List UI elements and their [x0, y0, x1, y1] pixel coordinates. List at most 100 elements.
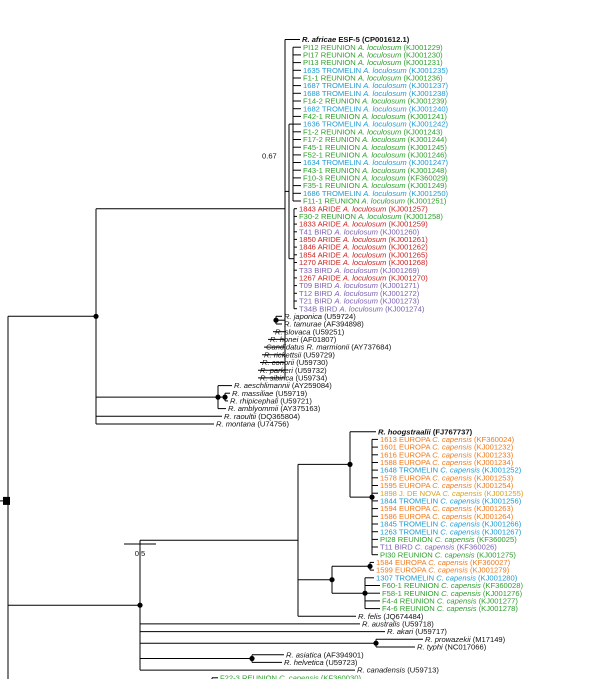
taxon-label: 1616 EUROPA C. capensis (KJ001233) [380, 450, 514, 459]
root-marker [3, 496, 10, 505]
accession-label: (KJ001273) [378, 297, 420, 306]
taxon-label: 1843 ARIDE A. loculosum (KJ001257) [299, 204, 428, 213]
accession-label: (KJ001267) [480, 527, 522, 536]
isolate-label: 1307 TROMELIN [376, 573, 436, 582]
accession-label: (KJ001245) [406, 143, 448, 152]
accession-label: (AF01807) [298, 335, 336, 344]
species-name: A. loculosum [361, 166, 405, 175]
taxon-label: F42-1 REUNION A. loculosum (KJ001241) [303, 112, 447, 121]
accession-label: (KJ001263) [472, 504, 514, 513]
species-name: R. montana [216, 420, 255, 429]
species-name: R. felis [358, 612, 381, 621]
bootstrap-node-marker [367, 563, 373, 569]
taxon-label: 1578 EUROPA C. capensis (KJ001253) [380, 473, 514, 482]
species-name: C. capensis [440, 497, 480, 506]
accession-label: (U59723) [324, 658, 358, 667]
isolate-label: F22-3 REUNION [220, 673, 279, 679]
taxon-label: PI13 REUNION A. loculosum (KJ001231) [303, 58, 443, 67]
species-name: A. loculosum [362, 120, 406, 129]
accession-label: (KF360024) [472, 435, 515, 444]
species-name: A. loculosum [357, 58, 401, 67]
isolate-label: F11-1 REUNION [303, 197, 362, 206]
isolate-label: 1687 TROMELIN [303, 81, 363, 90]
accession-label: (KJ001280) [476, 573, 518, 582]
species-name: R. asiatica [286, 650, 321, 659]
accession-label: (NC017066) [443, 643, 487, 652]
accession-label: (KJ001275) [475, 550, 517, 559]
bootstrap-node-marker [362, 590, 368, 596]
accession-label: (U59718) [400, 620, 434, 629]
accession-label: (KJ001231) [401, 58, 443, 67]
accession-label: (KJ001250) [407, 189, 449, 198]
taxon-label: R. conorii (U59730) [262, 358, 328, 367]
accession-label: (KF360026) [455, 543, 498, 552]
species-name: A. loculosum [361, 135, 405, 144]
species-name: C. capensis [432, 450, 472, 459]
accession-label: ESF-5 (CP001612.1) [336, 35, 409, 44]
species-name: A. loculosum [361, 97, 405, 106]
taxon-label: PI17 REUNION A. loculosum (KJ001230) [303, 51, 443, 60]
species-name: C. capensis [437, 597, 477, 606]
taxon-label: F45-1 REUNION A. loculosum (KJ001245) [303, 143, 447, 152]
taxon-label: R. amblyommii (AY375163) [228, 404, 321, 413]
species-name: A. loculosum [357, 43, 401, 52]
taxon-label: PI28 REUNION C. capensis (KF360025) [380, 535, 517, 544]
bootstrap-node-marker [329, 577, 335, 583]
taxon-label: Candidatus R. marmionii (AY737684) [266, 343, 392, 352]
taxon-labels: R. africae ESF-5 (CP001612.1)PI12 REUNIO… [216, 35, 524, 679]
isolate-label: 1898 J. DE NOVA [380, 489, 442, 498]
taxon-label: 1846 ARIDE A. loculosum (KJ001262) [299, 243, 428, 252]
taxon-label: F4-6 REUNION C. capensis (KJ001278) [382, 604, 518, 613]
species-name: A. loculosum [342, 274, 386, 283]
taxon-label: 1307 TROMELIN C. capensis (KJ001280) [376, 573, 518, 582]
taxon-label: R. japonica (U59724) [284, 312, 356, 321]
taxon-label: 1263 TROMELIN C. capensis (KJ001267) [380, 527, 522, 536]
accession-label: (KF360029) [406, 174, 449, 183]
accession-label: (KJ001229) [401, 43, 443, 52]
species-name: C. capensis [432, 443, 472, 452]
species-name: C. capensis [442, 489, 482, 498]
accession-label: (U59734) [293, 374, 327, 383]
isolate-label: T21 BIRD [299, 297, 334, 306]
accession-label: (KJ001257) [386, 204, 428, 213]
accession-label: (KJ001239) [406, 97, 448, 106]
taxon-label: T34B BIRD A. loculosum (KJ001274) [299, 304, 425, 313]
species-name: R. akari [387, 627, 413, 636]
isolate-label: 1844 TROMELIN [380, 497, 440, 506]
accession-label: (U59732) [293, 366, 327, 375]
bootstrap-node-marker [222, 394, 228, 400]
accession-label: (FJ767737) [431, 427, 473, 436]
taxon-label: T12 BIRD A. loculosum (KJ001272) [299, 289, 420, 298]
accession-label: (KF360028) [481, 581, 524, 590]
isolate-label: F45-1 REUNION [303, 143, 362, 152]
isolate-label: 1594 EUROPA [380, 504, 432, 513]
taxon-label: F52-1 REUNION A. loculosum (KJ001246) [303, 151, 447, 160]
taxon-label: R. slovaca (U59251) [275, 327, 345, 336]
accession-label: (KJ001236) [401, 74, 443, 83]
isolate-label: F10-3 REUNION [303, 174, 362, 183]
isolate-label: 1648 TROMELIN [380, 466, 440, 475]
species-name: A. loculosum [361, 143, 405, 152]
species-name: C. capensis [441, 589, 481, 598]
species-name: A. loculosum [362, 89, 406, 98]
isolate-label: F42-1 REUNION [303, 112, 362, 121]
accession-label: (KJ001255) [482, 489, 524, 498]
accession-label: (KJ001260) [378, 227, 420, 236]
species-name: A. loculosum [333, 297, 377, 306]
species-name: C. capensis [428, 566, 468, 575]
isolate-label: T34B BIRD [299, 304, 340, 313]
taxon-label: R. akari (U59717) [387, 627, 447, 636]
taxon-label: 1850 ARIDE A. loculosum (KJ001261) [299, 235, 428, 244]
isolate-label: F58-1 REUNION [382, 589, 441, 598]
taxon-label: R. canadensis (U59713) [357, 666, 439, 675]
isolate-label: 1613 EUROPA [380, 435, 432, 444]
species-name: A. loculosum [362, 189, 406, 198]
accession-label: (KJ001262) [386, 243, 428, 252]
species-name: C. capensis [432, 512, 472, 521]
taxon-label: R. parkeri (U59732) [260, 366, 327, 375]
species-name: C. capensis [440, 527, 480, 536]
species-name: C. capensis [436, 573, 476, 582]
species-name: C. capensis [440, 520, 480, 529]
isolate-label: PI13 REUNION [303, 58, 358, 67]
